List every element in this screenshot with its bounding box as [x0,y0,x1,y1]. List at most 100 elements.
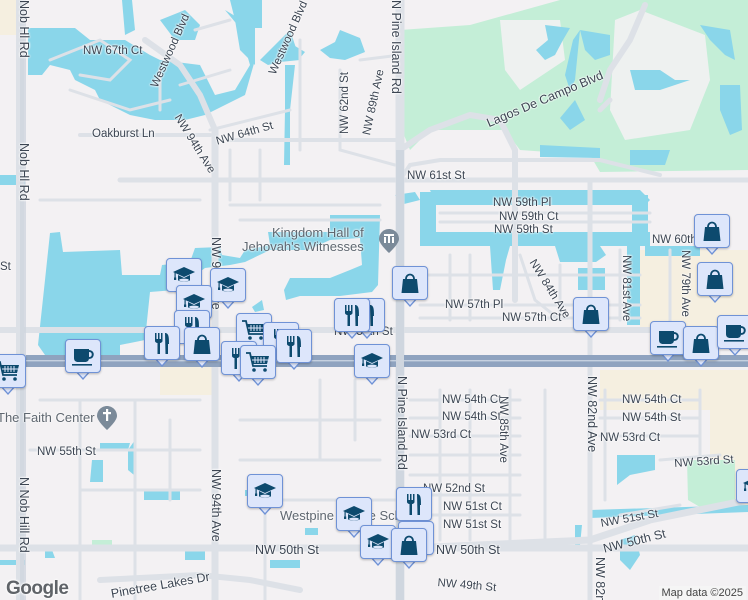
pin-body [573,297,609,331]
pin-pointer [0,384,17,395]
street-label: NW 82nd Ave [585,376,599,453]
pin-body [683,326,719,360]
street-label: NW 79th Ave [679,250,691,317]
pin-pointer [219,298,237,309]
pin-pointer [74,369,92,380]
pin-pointer [358,328,376,339]
poi-pin-restaurant[interactable] [276,329,312,373]
pin-body [354,344,390,378]
map-attribution[interactable]: Map data ©2025 [658,586,746,600]
pin-pointer [153,356,171,367]
poi-pin-shopping[interactable] [573,297,609,341]
school-icon [341,501,367,527]
street-label: Oakburst Ln [92,128,155,140]
poi-pin-shopping[interactable] [392,266,428,310]
street-label: NW 81st Ave [620,255,632,322]
school-icon [252,478,278,504]
pin-pointer [249,375,267,386]
poi-pin-restaurant[interactable] [334,298,370,342]
pin-body [210,268,246,302]
school-icon [741,473,748,499]
pin-pointer [343,328,361,339]
street-label: N Pine Island Rd [395,376,409,470]
poi-pin-shopping[interactable] [683,326,719,370]
street-label: NW 54th Ct [622,394,682,406]
poi-pin-school[interactable] [210,268,246,312]
street-label: NW 54th St [622,412,681,424]
pin-body [144,326,180,360]
pin-pointer [400,558,418,569]
school-icon [365,529,391,555]
pin-pointer [256,504,274,515]
street-label: NW 53rd Ct [411,429,472,441]
place-of-worship-icon[interactable] [379,229,399,253]
street-label: NW 59th Ct [499,211,559,223]
poi-pin-shopping[interactable] [184,327,220,371]
restaurant-icon [149,330,175,356]
landmark-faith-center[interactable]: The Faith Center [0,410,95,425]
landmark-kingdom-hall[interactable]: Kingdom Hall of Jehovah's Witnesses [242,225,364,253]
street-label: NW 55th St [37,446,96,458]
street-label: NW 54th St [442,411,501,423]
coffee-cup-icon [70,343,96,369]
pin-pointer [659,351,677,362]
church-cross-icon[interactable] [97,406,117,430]
poi-pin-grocery[interactable] [0,354,26,398]
street-label: NW 61st St [407,170,466,182]
pin-body [650,321,686,355]
pin-body [0,354,26,388]
poi-pin-school[interactable] [247,474,283,518]
poi-pin-cafe[interactable] [717,315,748,359]
pin-pointer [285,359,303,370]
pin-pointer [726,345,744,356]
pin-pointer [345,527,363,538]
poi-pin-restaurant[interactable] [144,326,180,370]
street-label: NW 52nd St [423,483,485,495]
pin-body [336,497,372,531]
pin-body [334,298,370,332]
poi-pin-shopping[interactable] [391,528,427,572]
street-label: NW 82nd Ave [593,557,607,600]
shopping-bag-icon [702,266,728,292]
landmark-name-line1: Kingdom Hall of [271,225,364,240]
street-label: NW 57th Ct [502,312,562,324]
pin-pointer [401,296,419,307]
street-label: NW 85th Ave [497,396,509,463]
google-logo: Google [6,578,69,599]
shopping-bag-icon [397,270,423,296]
pin-body [396,487,432,521]
shopping-bag-icon [688,330,714,356]
pin-pointer [703,244,721,255]
pin-body [392,266,428,300]
poi-pin-grocery[interactable] [240,345,276,389]
pin-pointer [706,292,724,303]
pin-body [247,474,283,508]
shopping-cart-icon [245,349,271,375]
school-icon [181,289,207,315]
shopping-bag-icon [699,218,725,244]
school-icon [359,348,385,374]
street-label: Nob Hl Rd [17,0,31,58]
poi-pin-school[interactable] [336,497,372,541]
poi-pin-shopping[interactable] [697,262,733,306]
restaurant-icon [339,302,365,328]
poi-pin-school[interactable] [736,469,748,513]
shopping-cart-icon [0,358,21,384]
shopping-bag-icon [396,532,422,558]
poi-pin-shopping[interactable] [694,214,730,258]
poi-pin-cafe[interactable] [650,321,686,365]
street-label: NW 60th St [652,234,711,246]
poi-pin-school[interactable] [360,525,396,569]
street-label: NW 94th Ave [209,469,223,542]
pin-pointer [745,499,748,510]
poi-pin-school[interactable] [354,344,390,388]
street-label: N Pine Island Rd [389,0,403,94]
pin-body [184,327,220,361]
school-icon [171,262,197,288]
poi-pin-cafe[interactable] [65,339,101,383]
pin-pointer [193,357,211,368]
street-label: NW 54th Ct [442,394,502,406]
shopping-cart-icon [241,317,267,343]
pin-pointer [692,356,710,367]
